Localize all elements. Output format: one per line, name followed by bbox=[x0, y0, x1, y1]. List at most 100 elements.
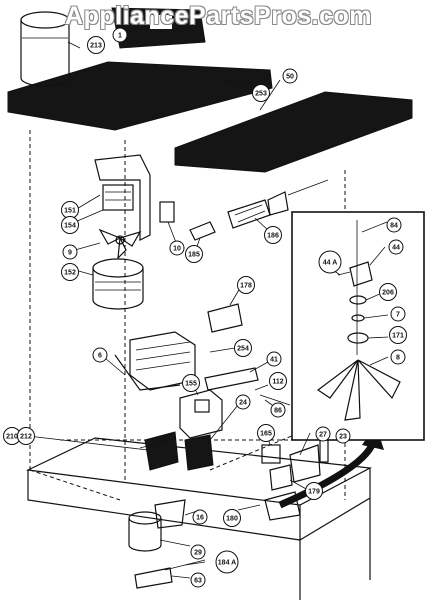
callout-7: 7 bbox=[390, 306, 406, 322]
callout-circle bbox=[315, 426, 331, 442]
callout-number: 44 bbox=[392, 245, 400, 252]
callout-number: 185 bbox=[188, 252, 200, 259]
callout-number: 210 bbox=[6, 434, 18, 441]
callout-1: 1 bbox=[112, 27, 128, 43]
callout-178: 178 bbox=[237, 276, 255, 294]
callout-circle bbox=[264, 226, 282, 244]
callout-44a: 44 A bbox=[318, 250, 342, 274]
callout-circle bbox=[169, 240, 185, 256]
callout-8: 8 bbox=[390, 349, 406, 365]
fan-motor-152 bbox=[92, 258, 144, 310]
callout-number: 63 bbox=[194, 578, 202, 585]
callout-number: 112 bbox=[272, 379, 283, 386]
callout-number: 27 bbox=[319, 432, 327, 439]
callout-circle bbox=[223, 509, 241, 527]
inset-detail-box bbox=[291, 211, 425, 441]
callout-number: 171 bbox=[392, 333, 404, 340]
callout-number: 1 bbox=[118, 33, 122, 40]
callout-6: 6 bbox=[92, 347, 108, 363]
fan-blade-9 bbox=[98, 228, 142, 260]
callout-circle bbox=[190, 572, 206, 588]
callout-circle bbox=[282, 68, 298, 84]
switch-parts bbox=[159, 179, 329, 241]
callout-circle bbox=[234, 339, 252, 357]
callout-213: 213 bbox=[87, 36, 105, 54]
callout-circle bbox=[269, 372, 287, 390]
base-pan bbox=[25, 437, 373, 600]
relay-155 bbox=[179, 389, 223, 439]
capacitor-213 bbox=[20, 11, 70, 87]
callout-number: 10 bbox=[173, 246, 181, 253]
callout-circle bbox=[185, 245, 203, 263]
callout-circle bbox=[390, 306, 406, 322]
callout-186: 186 bbox=[264, 226, 282, 244]
watermark: AppliancePartsPros.com bbox=[65, 2, 372, 30]
callout-number: 24 bbox=[239, 400, 247, 407]
heat-sink-210 bbox=[139, 431, 179, 471]
callout-circle bbox=[192, 509, 208, 525]
callout-number: 86 bbox=[274, 408, 282, 415]
callout-number: 206 bbox=[382, 290, 394, 297]
callout-circle bbox=[257, 424, 275, 442]
callout-212: 212 bbox=[17, 427, 35, 445]
callout-50: 50 bbox=[282, 68, 298, 84]
motor-bracket-151 bbox=[94, 154, 151, 241]
callout-16: 16 bbox=[192, 509, 208, 525]
callout-number: 180 bbox=[226, 516, 238, 523]
callout-circle bbox=[92, 347, 108, 363]
callout-number: 186 bbox=[267, 233, 279, 240]
connector-178 bbox=[207, 303, 243, 333]
callout-179: 179 bbox=[305, 482, 323, 500]
callout-number: 44 A bbox=[323, 260, 338, 267]
callout-184a: 184 A bbox=[215, 550, 239, 574]
callout-171: 171 bbox=[389, 326, 407, 344]
callout-206: 206 bbox=[379, 283, 397, 301]
callout-number: 50 bbox=[286, 74, 294, 81]
callout-circle bbox=[17, 427, 35, 445]
lower-parts bbox=[128, 491, 301, 589]
callout-circle bbox=[61, 216, 79, 234]
terminal-block-24 bbox=[184, 434, 214, 471]
callout-circle bbox=[305, 482, 323, 500]
callout-circle bbox=[87, 36, 105, 54]
callout-number: 23 bbox=[339, 434, 347, 441]
callout-circle bbox=[62, 244, 78, 260]
panel-50 bbox=[174, 91, 413, 173]
callout-circle bbox=[388, 239, 404, 255]
callout-254: 254 bbox=[234, 339, 252, 357]
callout-41: 41 bbox=[266, 351, 282, 367]
callout-circle bbox=[318, 250, 342, 274]
callout-number: 7 bbox=[396, 312, 400, 319]
callout-circle bbox=[379, 283, 397, 301]
callout-number: 155 bbox=[185, 381, 197, 388]
callout-number: 152 bbox=[64, 270, 76, 277]
callout-circle bbox=[252, 84, 270, 102]
callout-number: 6 bbox=[98, 353, 102, 360]
callout-152: 152 bbox=[61, 263, 79, 281]
callout-circle bbox=[266, 351, 282, 367]
callout-circle bbox=[386, 217, 402, 233]
callout-number: 179 bbox=[308, 489, 320, 496]
callout-154: 154 bbox=[61, 216, 79, 234]
callout-155: 155 bbox=[182, 374, 200, 392]
callout-circle bbox=[270, 402, 286, 418]
callout-253: 253 bbox=[252, 84, 270, 102]
callout-number: 151 bbox=[64, 208, 76, 215]
callout-number: 8 bbox=[396, 355, 400, 362]
callout-165: 165 bbox=[257, 424, 275, 442]
callout-circle bbox=[61, 263, 79, 281]
callout-circle bbox=[390, 349, 406, 365]
top-cover-253 bbox=[7, 7, 273, 131]
callout-number: 41 bbox=[270, 357, 278, 364]
callout-86: 86 bbox=[270, 402, 286, 418]
callout-number: 253 bbox=[255, 91, 267, 98]
callout-112: 112 bbox=[269, 372, 287, 390]
callout-29: 29 bbox=[190, 544, 206, 560]
callout-number: 29 bbox=[194, 550, 202, 557]
callout-23: 23 bbox=[335, 428, 351, 444]
callout-circle bbox=[335, 428, 351, 444]
callout-circle bbox=[389, 326, 407, 344]
callout-number: 254 bbox=[237, 346, 249, 353]
callout-number: 178 bbox=[240, 283, 252, 290]
